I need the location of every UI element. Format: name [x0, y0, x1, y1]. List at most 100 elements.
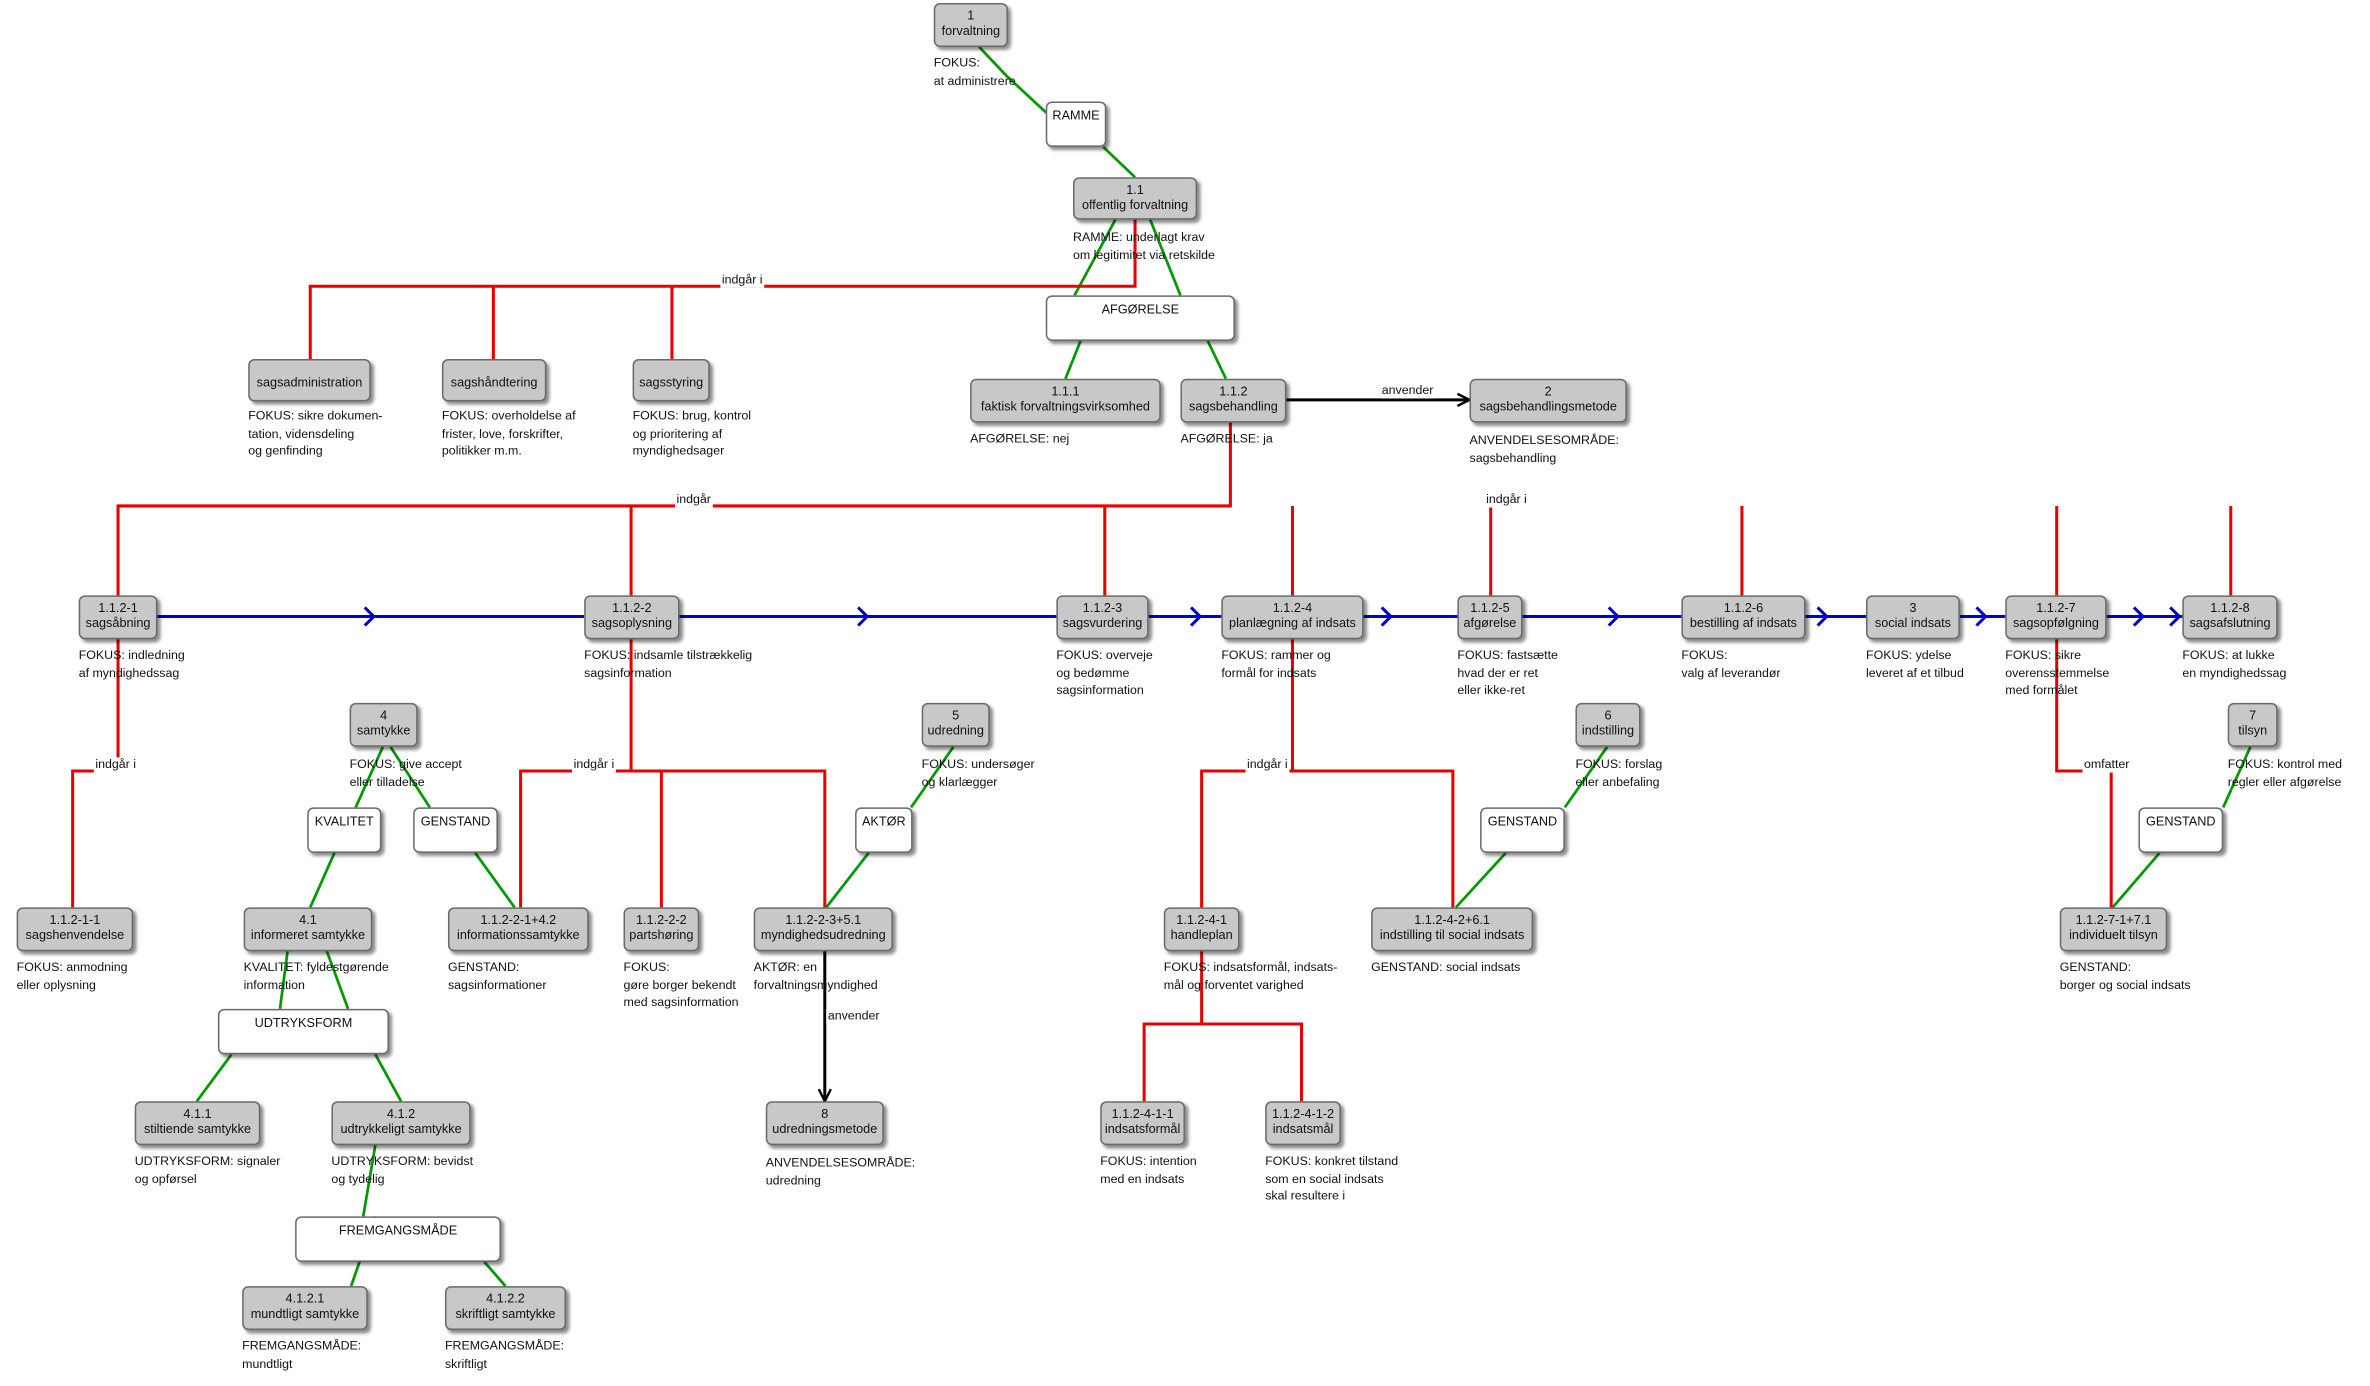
frame-connector	[361, 1144, 377, 1217]
concept-node[interactable]: sagshåndtering	[441, 359, 547, 402]
relation-box[interactable]: GENSTAND	[1480, 807, 1565, 853]
node-text-line: partshøring	[629, 927, 694, 943]
frame-connector	[909, 746, 955, 809]
node-text-line: sagsbehandlingsmetode	[1479, 398, 1617, 414]
node-text-line: 1.1.2-8	[2210, 599, 2250, 616]
node-text-line: udtrykkeligt samtykke	[340, 1120, 462, 1137]
node-text-line: 4.1.1	[183, 1105, 212, 1121]
part-of-connector	[116, 422, 1232, 596]
frame-connector	[1454, 851, 1507, 909]
note-text-line: eller anbefaling	[1575, 774, 1660, 789]
concept-note: FOKUS: sikre dokumen-tation, vidensdelin…	[248, 407, 382, 459]
edge-label: indgår	[674, 492, 713, 508]
node-text-line: 4.1.2	[386, 1105, 416, 1121]
relation-box[interactable]: KVALITET	[307, 807, 382, 853]
node-text-line: 1.1.2-1	[98, 599, 138, 616]
relation-box[interactable]: AKTØR	[855, 807, 913, 853]
note-text-line: med en indsats	[1100, 1171, 1185, 1186]
node-text-line: forvaltning	[941, 22, 1001, 38]
note-text-line: ANVENDELSESOMRÅDE:	[765, 1155, 916, 1170]
node-text-line: 1.1.2-4-1	[1176, 911, 1228, 928]
node-text-line: indstilling	[1581, 722, 1635, 738]
note-text-line: FOKUS: indledning	[78, 648, 185, 662]
note-text-line: og bedømme	[1056, 665, 1130, 680]
note-text-line: tation, vidensdeling	[248, 426, 355, 441]
node-text-line: tilsyn	[2238, 722, 2268, 738]
note-text-line: og klarlægger	[921, 774, 998, 789]
node-text-line: 1.1	[1126, 181, 1144, 197]
relation-box[interactable]: RAMME	[1045, 101, 1107, 147]
edge-label: indgår i	[1245, 757, 1290, 773]
note-text-line: skal resultere i	[1265, 1189, 1346, 1203]
concept-note: FREMGANGSMÅDE:mundtligt	[242, 1338, 361, 1373]
part-of-connector	[631, 769, 827, 908]
node-text-line: 4.1	[299, 911, 317, 928]
concept-note: GENSTAND:sagsinformationer	[448, 959, 546, 994]
relation-box[interactable]: FREMGANGSMÅDE	[295, 1216, 501, 1262]
frame-connector	[389, 746, 431, 809]
note-text-line: sagsinformation	[584, 665, 672, 680]
note-text-line: og tydelig	[331, 1171, 385, 1186]
relation-box[interactable]: UDTRYKSFORM	[217, 1008, 389, 1055]
note-text-line: borger og social indsats	[2059, 977, 2191, 992]
sequence-arrowhead	[1380, 606, 1393, 627]
node-text-line: 1.1.2-3	[1082, 599, 1123, 616]
node-text-line: 6	[1604, 707, 1612, 723]
relation-box[interactable]: AFGØRELSE	[1045, 295, 1235, 341]
relation-box[interactable]: GENSTAND	[413, 807, 498, 853]
node-text-line: myndighedsudredning	[760, 927, 886, 943]
edge-label: indgår i	[93, 757, 138, 773]
node-text-line: planlægning af indsats	[1229, 615, 1356, 631]
note-text-line: FOKUS: forslag	[1575, 757, 1663, 772]
edge-label: indgår i	[1484, 492, 1529, 508]
concept-node[interactable]: sagsadministration	[248, 359, 371, 402]
concept-note: ANVENDELSESOMRÅDE:sagsbehandling	[1470, 432, 1619, 467]
note-text-line: sagsbehandling	[1469, 450, 1557, 465]
concept-node[interactable]: sagsstyring	[632, 359, 710, 402]
relation-box[interactable]: GENSTAND	[2138, 807, 2224, 853]
sequence-arrowhead	[1189, 606, 1203, 627]
note-text-line: GENSTAND:	[447, 960, 520, 975]
node-text-line: 8	[821, 1105, 829, 1121]
note-text-line: FOKUS: give accept	[349, 757, 462, 772]
